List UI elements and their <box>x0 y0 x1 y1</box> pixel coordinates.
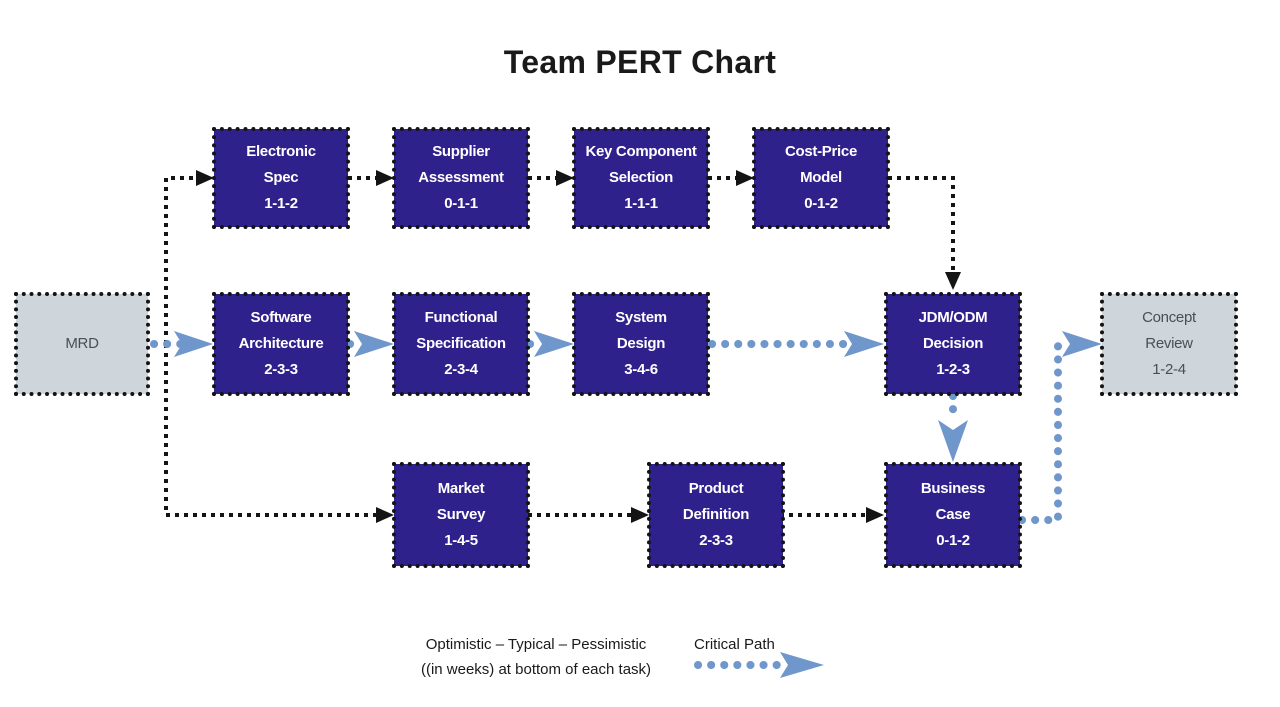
arrowhead-jdm <box>945 272 961 290</box>
critical-business-concept <box>1018 340 1070 524</box>
critical-arrowheads <box>174 331 1102 678</box>
node-key-component-selection: Key Component Selection 1-1-1 <box>572 127 710 229</box>
node-concept-estimate: 1-2-4 <box>1152 361 1186 378</box>
node-concept-name1: Concept <box>1142 309 1196 326</box>
critical-arrowhead-software <box>174 331 213 357</box>
legend-estimate-line2: ((in weeks) at bottom of each task) <box>420 661 652 678</box>
node-product-name2: Definition <box>682 506 750 523</box>
edge-mrd-electronic <box>164 176 200 344</box>
node-electronic-spec-name1: Electronic <box>246 143 316 160</box>
critical-paths <box>150 340 1070 669</box>
node-supplier-assessment: Supplier Assessment 0-1-1 <box>392 127 530 229</box>
node-business-case: Business Case 0-1-2 <box>884 462 1022 568</box>
edge-mrd-market <box>164 344 380 517</box>
node-market-name2: Survey <box>436 506 486 523</box>
node-functional-name2: Specification <box>416 335 506 352</box>
node-business-estimate: 0-1-2 <box>936 532 970 549</box>
node-concept-name2: Review <box>1145 335 1193 352</box>
node-key-component-name2: Selection <box>609 169 673 186</box>
legend-estimate-key: Optimistic – Typical – Pessimistic ((in … <box>418 632 654 682</box>
node-mrd-label: MRD <box>65 335 99 352</box>
node-supplier-assessment-name2: Assessment <box>418 169 504 186</box>
node-system-name2: Design <box>616 335 666 352</box>
normal-paths <box>164 176 955 517</box>
node-key-component-estimate: 1-1-1 <box>624 195 658 212</box>
critical-arrowhead-system <box>534 331 574 357</box>
node-product-definition: Product Definition 2-3-3 <box>647 462 785 568</box>
node-product-estimate: 2-3-3 <box>699 532 733 549</box>
node-jdm-estimate: 1-2-3 <box>936 361 970 378</box>
node-software-name1: Software <box>250 309 312 326</box>
node-market-name1: Market <box>437 480 485 497</box>
node-supplier-assessment-name1: Supplier <box>432 143 490 160</box>
critical-arrowhead-functional <box>354 331 394 357</box>
node-system-estimate: 3-4-6 <box>624 361 658 378</box>
node-cost-price-estimate: 0-1-2 <box>804 195 838 212</box>
node-cost-price-name2: Model <box>800 169 842 186</box>
node-system-design: System Design 3-4-6 <box>572 292 710 396</box>
arrowhead-product <box>631 507 649 523</box>
arrowhead-costprice <box>736 170 754 186</box>
node-software-architecture: Software Architecture 2-3-3 <box>212 292 350 396</box>
normal-arrowheads <box>196 170 961 523</box>
node-supplier-assessment-estimate: 0-1-1 <box>444 195 478 212</box>
critical-arrowhead-business <box>938 420 968 462</box>
node-market-estimate: 1-4-5 <box>444 532 478 549</box>
node-electronic-spec-name2: Spec <box>263 169 299 186</box>
legend-critical-path-label: Critical Path <box>694 636 775 653</box>
node-functional-estimate: 2-3-4 <box>444 361 478 378</box>
node-functional-specification: Functional Specification 2-3-4 <box>392 292 530 396</box>
legend-estimate-line1: Optimistic – Typical – Pessimistic <box>425 636 647 653</box>
node-electronic-spec-estimate: 1-1-2 <box>264 195 298 212</box>
node-system-name1: System <box>615 309 667 326</box>
node-functional-name1: Functional <box>424 309 498 326</box>
node-software-estimate: 2-3-3 <box>264 361 298 378</box>
node-market-survey: Market Survey 1-4-5 <box>392 462 530 568</box>
arrowhead-keycomp <box>556 170 574 186</box>
node-mrd: MRD <box>14 292 150 396</box>
node-cost-price-model: Cost-Price Model 0-1-2 <box>752 127 890 229</box>
critical-arrowhead-jdm <box>844 331 884 357</box>
node-cost-price-name1: Cost-Price <box>784 143 858 160</box>
edge-costprice-jdm <box>888 176 955 274</box>
node-product-name1: Product <box>688 480 744 497</box>
node-business-name1: Business <box>920 480 986 497</box>
arrowhead-supplier <box>376 170 394 186</box>
node-jdm-name1: JDM/ODM <box>918 309 988 326</box>
arrowhead-market <box>376 507 394 523</box>
node-software-name2: Architecture <box>238 335 324 352</box>
chart-title: Team PERT Chart <box>503 44 777 80</box>
arrowhead-electronic <box>196 170 214 186</box>
node-business-name2: Case <box>935 506 971 523</box>
critical-arrowhead-legend <box>780 652 824 678</box>
node-jdm-name2: Decision <box>922 335 984 352</box>
node-electronic-spec: Electronic Spec 1-1-2 <box>212 127 350 229</box>
node-concept-review: Concept Review 1-2-4 <box>1100 292 1238 396</box>
node-key-component-name1: Key Component <box>585 143 697 160</box>
arrowhead-business <box>866 507 884 523</box>
critical-arrowhead-concept <box>1062 331 1102 357</box>
node-jdm-odm-decision: JDM/ODM Decision 1-2-3 <box>884 292 1022 396</box>
